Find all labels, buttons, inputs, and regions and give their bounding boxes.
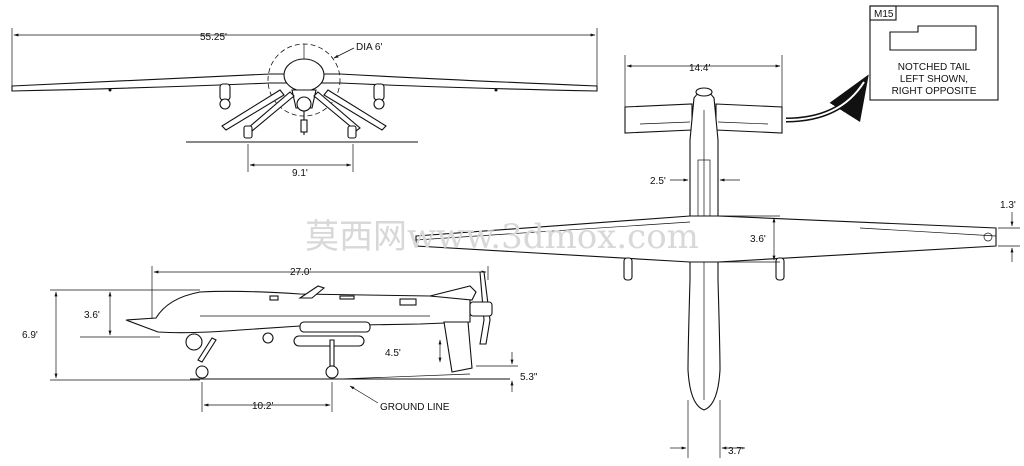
side-view: 27.0' 6.9' 3.6' xyxy=(22,266,538,413)
nose-width-label: 3.7' xyxy=(728,446,744,457)
tip-chord-label: 1.3' xyxy=(1000,200,1016,211)
top-tail xyxy=(624,103,693,134)
ground-line-label: GROUND LINE xyxy=(380,402,450,413)
front-view: 55.25' DIA 6' 9.1' xyxy=(11,28,598,179)
detail-note-line-1: NOTCHED TAIL xyxy=(898,62,971,73)
notched-tail-icon xyxy=(889,25,977,51)
tail-height-label: 4.5' xyxy=(385,348,401,359)
root-chord-label: 3.6' xyxy=(750,234,766,245)
detail-box xyxy=(869,5,999,101)
watermark-text: 莫西网www.3dmox.com xyxy=(305,217,699,257)
overall-height-label: 6.9' xyxy=(22,330,38,341)
detail-note-line-2: LEFT SHOWN, xyxy=(900,74,968,85)
prop-diameter-label: DIA 6' xyxy=(356,42,382,53)
wingspan-label: 55.25' xyxy=(200,32,227,43)
fuselage-height-label: 3.6' xyxy=(84,310,100,321)
top-wing xyxy=(415,215,997,263)
side-fuselage xyxy=(125,290,471,334)
top-view: 14.4' 2.5' 3.6' 1.3' xyxy=(415,55,1020,458)
gear-track-label: 9.1' xyxy=(292,168,308,179)
tail-clearance-label: 5.3" xyxy=(520,372,538,383)
detail-note-line-3: RIGHT OPPOSITE xyxy=(892,86,977,97)
wheelbase-label: 10.2' xyxy=(252,401,273,412)
detail-tag: M15 xyxy=(874,9,894,20)
tail-span-label: 14.4' xyxy=(689,63,710,74)
length-label: 27.0' xyxy=(290,267,311,278)
notched-tail-detail: M15 NOTCHED TAIL LEFT SHOWN, RIGHT OPPOS… xyxy=(785,5,999,123)
fuselage-width-label: 2.5' xyxy=(650,176,666,187)
